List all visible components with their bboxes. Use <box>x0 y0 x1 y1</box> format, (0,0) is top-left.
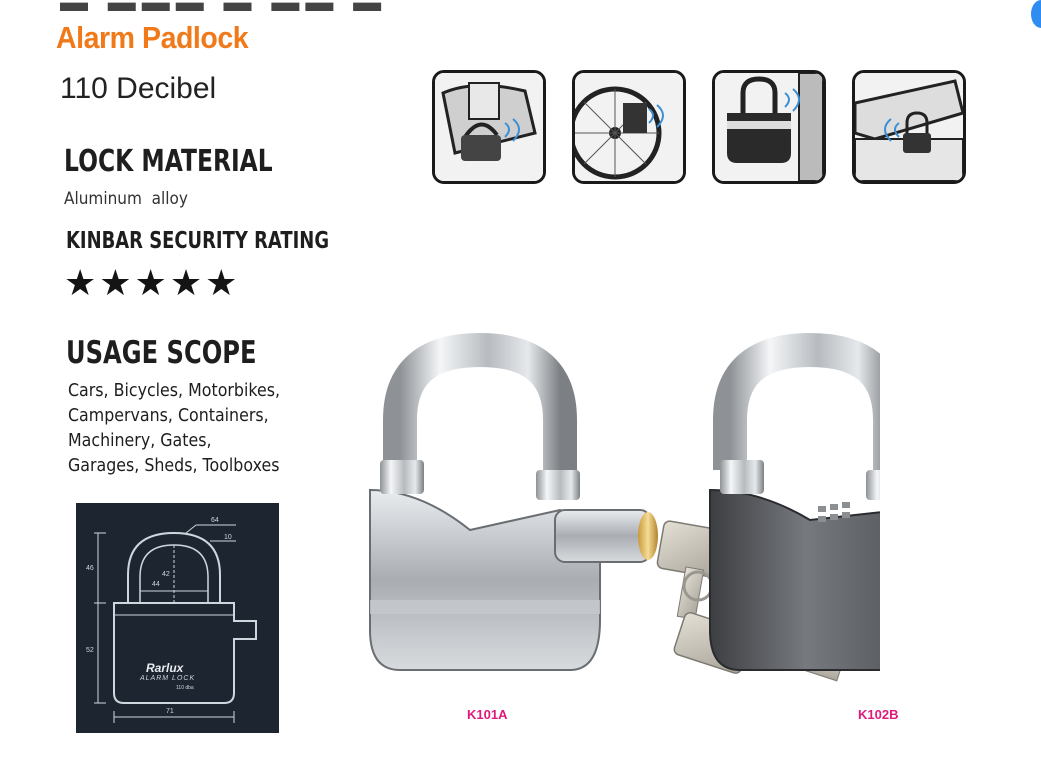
dim-inner-height: 42 <box>162 571 170 578</box>
padlock-blueprint-icon <box>94 524 257 723</box>
dim-inner-width: 44 <box>152 581 160 588</box>
lock-material-heading: LOCK MATERIAL <box>64 144 273 179</box>
usage-scope-line: Cars, Bicycles, Motorbikes, <box>68 380 281 401</box>
usage-scope-line: Garages, Sheds, Toolboxes <box>68 455 280 476</box>
diagram-brand-sub: ALARM LOCK <box>140 675 196 682</box>
usage-scope-line: Campervans, Containers, <box>68 405 269 426</box>
usage-scope-line: Machinery, Gates, <box>68 430 212 451</box>
dim-top-width: 64 <box>211 517 219 524</box>
security-rating-stars: ★★★★★ <box>64 262 241 303</box>
padlock-products-illustration <box>369 332 880 682</box>
cropped-header-text: ▬ ▬▬▬ ▬ ▬▬ ▬ <box>60 0 388 17</box>
model-label-left: K101A <box>467 707 508 722</box>
dimension-diagram: 64 10 44 42 46 52 71 Rarlux ALARM LOCK 1… <box>76 503 279 733</box>
product-title: Alarm Padlock <box>56 20 249 55</box>
container-icon <box>852 70 966 184</box>
dim-body-width: 71 <box>166 708 174 715</box>
lock-material-value: Aluminum alloy <box>64 189 188 209</box>
car-door-icon <box>432 70 546 184</box>
dim-shackle-dia: 10 <box>224 534 232 541</box>
floating-badge[interactable] <box>1031 0 1041 28</box>
diagram-brand: Rarlux <box>146 661 184 675</box>
product-subtitle: 110 Decibel <box>60 72 217 105</box>
model-label-right: K102B <box>858 707 899 722</box>
dim-body-height: 52 <box>86 647 94 654</box>
diagram-brand-db: 110 dba <box>176 685 194 691</box>
usage-scope-list: Cars, Bicycles, Motorbikes, Campervans, … <box>68 378 398 478</box>
bicycle-wheel-icon <box>572 70 686 184</box>
gate-icon <box>712 70 826 184</box>
usage-scope-heading: USAGE SCOPE <box>66 335 257 371</box>
security-rating-heading: KINBAR SECURITY RATING <box>66 228 330 254</box>
dim-shackle-height: 46 <box>86 565 94 572</box>
